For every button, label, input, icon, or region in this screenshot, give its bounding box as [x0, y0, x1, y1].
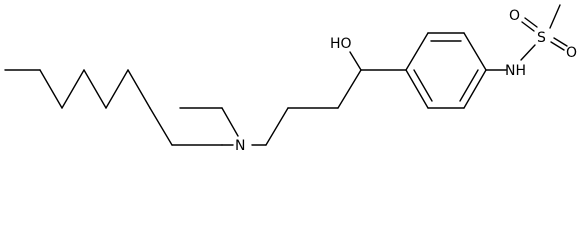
bond-octyl-5	[105, 69, 129, 109]
ethyl-group	[179, 107, 239, 137]
ring-double-3	[413, 69, 433, 102]
bond-octyl-6	[127, 69, 151, 109]
bond-octyl-2	[39, 69, 63, 109]
ring-double-2	[459, 69, 479, 102]
ring-bond-1	[405, 32, 429, 71]
sulfonyl-bonds	[521, 17, 568, 51]
bond-ethyl-2	[221, 107, 239, 137]
bond-octyl-3	[61, 69, 85, 109]
bond-s-o-top-b	[524, 17, 538, 28]
ring-bond-4	[463, 69, 487, 109]
butyl-linker	[251, 69, 362, 146]
ring-bond-3	[463, 32, 487, 71]
sulfur-label: S	[537, 30, 546, 46]
bond-octyl-7	[149, 107, 173, 146]
hydroxyl-label: HO	[330, 36, 352, 52]
bond-octyl-4	[83, 69, 107, 109]
bond-nh-s	[520, 44, 536, 61]
benzene-ring	[405, 32, 487, 109]
bond-c-oh	[349, 51, 362, 71]
oxygen-right-label: O	[566, 45, 577, 61]
bond-linker-2	[265, 107, 289, 146]
oxygen-top-label: O	[509, 8, 520, 24]
octyl-chain	[4, 69, 234, 146]
bond-s-o-right-a	[550, 41, 565, 51]
bond-s-o-right-b	[553, 37, 568, 47]
bond-s-o-top-a	[521, 21, 535, 32]
sulfonamide-nh-label: NH	[505, 63, 526, 79]
chemical-structure-diagram: HO N NH S O O	[4, 4, 577, 154]
bond-s-methyl	[549, 4, 561, 29]
amine-nitrogen-label: N	[235, 138, 245, 154]
bond-linker-4	[337, 69, 362, 109]
ring-bond-6	[405, 69, 429, 109]
